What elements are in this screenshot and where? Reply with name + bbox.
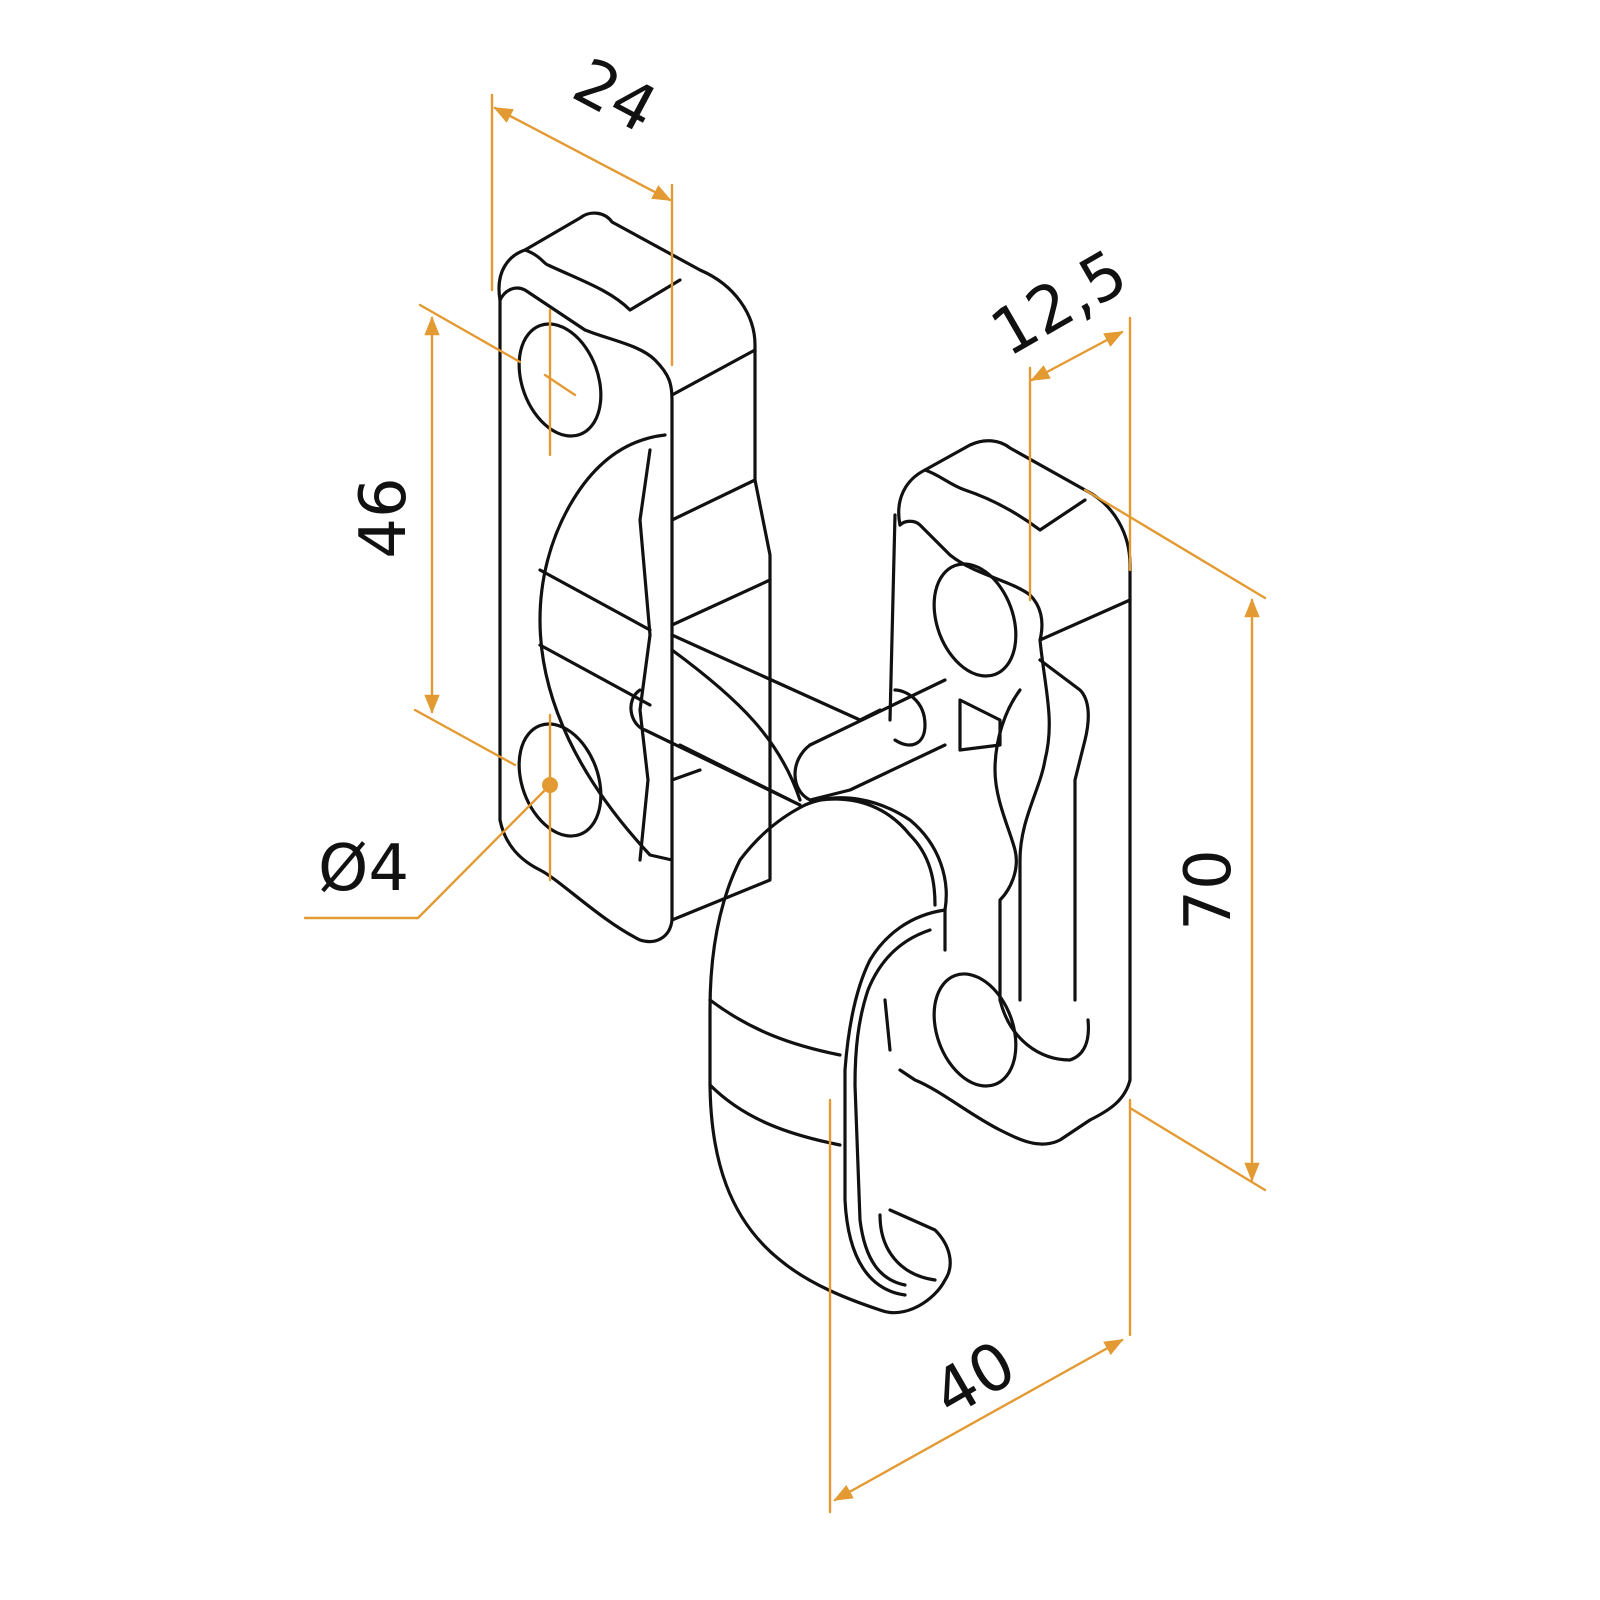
top-hole-centerline-h <box>543 373 577 397</box>
dim-46-ext-bottom <box>413 708 517 767</box>
dim-label-40: 40 <box>921 1327 1029 1432</box>
dim-12-5-line <box>1030 330 1124 382</box>
dim-46-ext-top <box>418 303 522 364</box>
dim-label-12-5: 12,5 <box>979 236 1139 371</box>
dim-70-ext-top <box>1083 488 1267 600</box>
left-mounting-plate <box>497 211 772 944</box>
right-top-mounting-hole <box>932 562 1018 678</box>
dim-label-70: 70 <box>1172 849 1246 930</box>
left-bottom-mounting-hole <box>517 722 603 838</box>
dim-label-46: 46 <box>347 477 421 558</box>
right-bottom-mounting-hole <box>932 972 1018 1088</box>
dim-24-line <box>493 106 672 202</box>
right-mounting-plate <box>883 439 1132 1146</box>
hook-arm <box>708 796 952 1315</box>
dim-label-diameter: Ø4 <box>318 832 409 906</box>
dim-70-ext-bottom <box>1128 1106 1267 1192</box>
left-top-mounting-hole <box>517 322 603 438</box>
dim-diameter-leader <box>416 783 552 920</box>
pivot-shaft <box>629 633 947 807</box>
dim-40-line <box>833 1338 1124 1502</box>
dim-label-24: 24 <box>562 45 669 149</box>
dimension-labels: 24 46 Ø4 12,5 70 40 <box>318 45 1246 1433</box>
dimension-lines <box>303 93 1267 1514</box>
